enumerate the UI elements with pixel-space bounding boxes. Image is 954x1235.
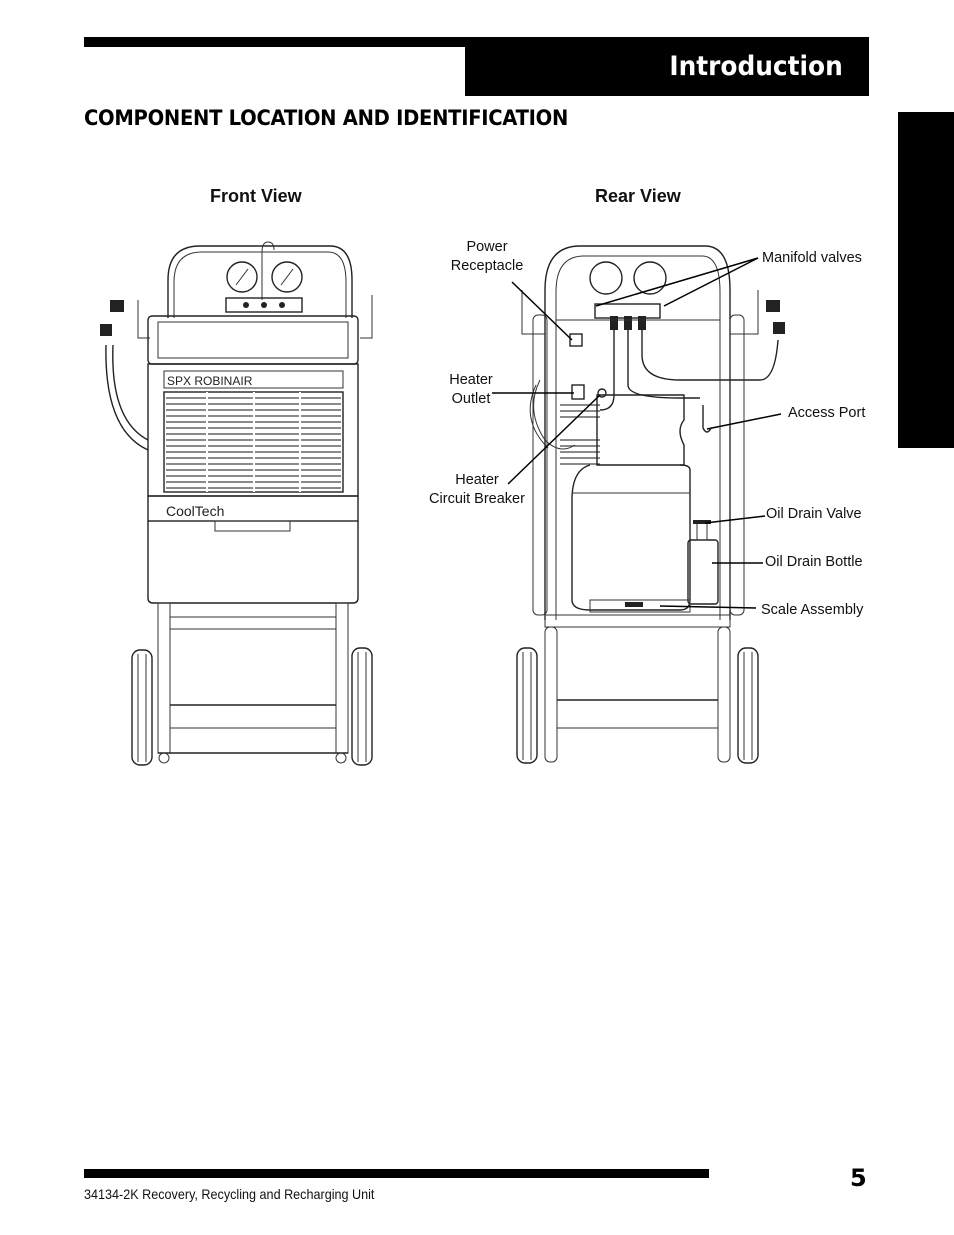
rear-right-wheel [737,647,759,764]
chapter-title: Introduction [669,51,844,82]
footer-doc-title: 34134-2K Recovery, Recycling and Recharg… [84,1186,375,1202]
oil-drain-valve [693,520,711,524]
chapter-title-box: Introduction [465,37,869,96]
leader-scale-assembly [659,605,757,609]
rear-view-illustration [492,245,785,764]
leader-oil-drain-valve [704,515,766,524]
front-high-gauge [271,261,303,293]
callout-manifold-valves: Manifold valves [762,250,862,266]
callout-heater-outlet: Heater Outlet [449,372,493,407]
rear-left-wheel [516,647,538,764]
leader-manifold-valve-2 [663,257,759,307]
footer-rule [84,1169,709,1178]
chapter-side-tab [898,112,954,448]
heater-outlet [571,384,585,400]
front-view-label: Front View [210,186,302,206]
callout-heater-circuit-breaker: Heater Circuit Breaker [429,472,525,507]
svg-text:SPX ROBINAIR: SPX ROBINAIR [167,374,253,388]
svg-text:CoolTech: CoolTech [166,503,224,519]
leader-heater-circuit-breaker [507,394,601,485]
leader-power-receptacle [511,281,573,341]
rear-view-label: Rear View [595,186,681,206]
callout-access-port: Access Port [788,405,866,421]
callout-power-receptacle: Power Receptacle [450,239,524,274]
front-view-illustration: SPX ROBINAIR CoolTech [100,241,373,766]
section-heading: COMPONENT LOCATION AND IDENTIFICATION [84,106,569,130]
power-receptacle [569,333,583,347]
page-number: 5 [850,1164,867,1192]
rear-low-gauge [589,261,623,295]
callout-scale-assembly: Scale Assembly [761,602,864,618]
front-right-wheel [351,647,373,766]
front-low-gauge [226,261,258,293]
leader-manifold-valve-1 [595,257,759,307]
rear-high-gauge [633,261,667,295]
callout-oil-drain-bottle: Oil Drain Bottle [765,554,863,570]
callout-oil-drain-valve: Oil Drain Valve [766,506,862,522]
heater-circuit-breaker [597,388,607,398]
leader-access-port [706,413,782,430]
oil-drain-bottle [687,539,719,605]
front-left-wheel [131,649,153,766]
